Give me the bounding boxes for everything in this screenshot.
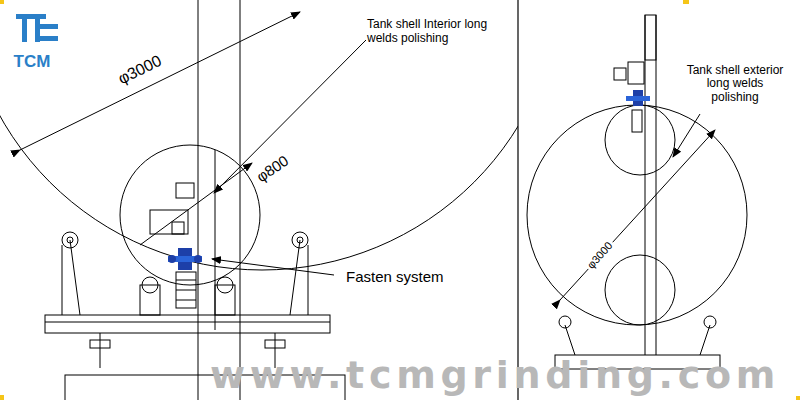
dimension-line [20, 12, 300, 150]
roller [297, 237, 303, 243]
grinding-circle [605, 105, 675, 175]
roller [62, 232, 78, 248]
rib [176, 280, 196, 281]
grinding-circle [605, 255, 675, 325]
rib [176, 290, 196, 291]
roller [704, 316, 716, 328]
support-leg [308, 245, 309, 315]
roller-stand [215, 285, 235, 315]
motor [176, 272, 196, 308]
support-leg [565, 325, 575, 355]
support-leg [62, 245, 63, 315]
grinding-circle [120, 145, 260, 285]
roller-stand [140, 285, 160, 315]
roller [559, 316, 571, 328]
panel-divider [517, 0, 518, 400]
base-frame [45, 315, 330, 333]
column-line [198, 0, 199, 400]
grinding-head [176, 183, 194, 198]
support-leg [290, 240, 300, 315]
roller [67, 237, 73, 243]
roller [292, 232, 308, 248]
fasten-parts [626, 90, 650, 106]
leader-line [212, 259, 334, 275]
frame-line [45, 322, 330, 323]
watermark: www.tcmgrinding.com [210, 354, 780, 398]
grinding-head [150, 210, 188, 234]
column-plate [645, 15, 656, 60]
logo-text: TCM [14, 52, 51, 72]
tank-shell [0, 0, 518, 270]
dimension-line [140, 163, 252, 245]
leveling-foot [100, 333, 101, 368]
dimension-text: φ3000 [583, 237, 616, 272]
support-leg [700, 325, 710, 355]
callout-text: Tank shell exterior long welds polishing [685, 64, 785, 105]
column-line [656, 15, 657, 355]
motor [632, 110, 642, 132]
column-line [240, 0, 241, 400]
column-line [645, 15, 646, 355]
dimension-text: φ3000 [113, 51, 166, 89]
rib [176, 300, 196, 301]
grinding-head [628, 62, 644, 84]
leader-line [214, 40, 366, 193]
dimension-line [560, 130, 715, 300]
callout-text: Fasten system [346, 268, 444, 285]
grinding-head [614, 68, 626, 80]
callout-text: Tank shell Interior long welds polishing [367, 18, 507, 46]
leader-line [673, 114, 700, 157]
fasten-parts [168, 248, 202, 270]
logo-icon [16, 14, 58, 42]
dimension-text: φ800 [251, 150, 293, 186]
grinding-head [172, 222, 184, 234]
tank-shell [527, 105, 747, 325]
support-leg [70, 240, 80, 315]
